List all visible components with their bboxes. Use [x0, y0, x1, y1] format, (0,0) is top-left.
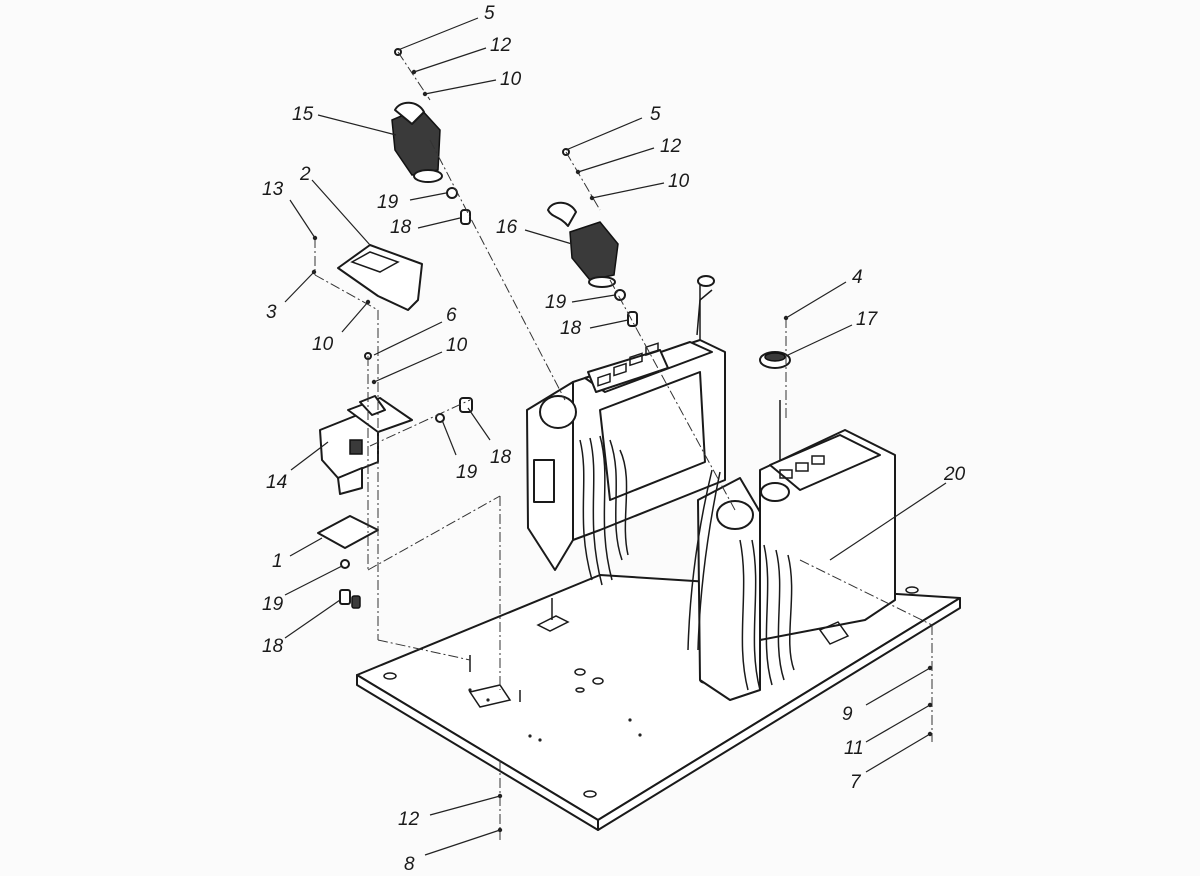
callout-5: 5 — [484, 3, 495, 24]
left-keypad — [597, 342, 659, 387]
callout-1: 1 — [272, 551, 283, 572]
joystick-16 — [547, 201, 619, 288]
bracket-tab — [536, 615, 570, 632]
small-hardware — [339, 48, 638, 609]
callout-12: 12 — [398, 809, 420, 830]
callout-16: 16 — [496, 217, 518, 238]
callout-11: 11 — [844, 738, 864, 759]
callout-4: 4 — [852, 267, 863, 288]
callout-15: 15 — [292, 104, 314, 125]
callout-10: 10 — [446, 335, 468, 356]
cover-2 — [337, 244, 423, 311]
right-hydraulic-hoses — [739, 539, 795, 691]
callout-19: 19 — [377, 192, 399, 213]
control-14 — [319, 395, 413, 495]
callout-10: 10 — [312, 334, 334, 355]
callout-2: 2 — [299, 164, 311, 185]
callout-14: 14 — [266, 472, 287, 493]
plate-slot — [468, 684, 512, 708]
right-joystick-port — [760, 482, 790, 502]
left-hydraulic-hoses — [579, 435, 629, 586]
callout-5: 5 — [650, 104, 661, 125]
callout-6: 6 — [446, 305, 457, 326]
callout-18: 18 — [560, 318, 582, 339]
callout-19: 19 — [545, 292, 567, 313]
callout-10: 10 — [668, 171, 690, 192]
lever-knob — [697, 275, 715, 287]
callout-19: 19 — [262, 594, 284, 615]
callout-12: 12 — [490, 35, 512, 56]
callout-7: 7 — [850, 772, 862, 793]
base-plate — [356, 574, 961, 831]
callout-10: 10 — [500, 69, 522, 90]
callout-19: 19 — [456, 462, 478, 483]
right-console-frame — [687, 429, 896, 701]
callout-9: 9 — [842, 704, 853, 725]
plate-1 — [317, 515, 379, 549]
callout-8: 8 — [404, 854, 415, 875]
leader-lines — [284, 17, 947, 856]
callout-18: 18 — [262, 636, 284, 657]
right-keypad — [779, 455, 825, 479]
callout-3: 3 — [266, 302, 277, 323]
callout-numbers: 5 12 10 15 13 2 19 18 3 10 5 12 10 16 19… — [262, 3, 966, 875]
knob-17 — [759, 351, 791, 460]
callout-17: 17 — [856, 309, 879, 330]
joystick-15 — [391, 101, 443, 183]
callout-13: 13 — [262, 179, 284, 200]
callout-12: 12 — [660, 136, 682, 157]
assembly-centerlines — [314, 51, 933, 840]
leader-dots — [311, 69, 933, 833]
callout-20: 20 — [943, 464, 966, 485]
left-joystick-port — [539, 395, 577, 429]
callout-18: 18 — [390, 217, 412, 238]
left-console-frame — [526, 275, 726, 586]
callout-18: 18 — [490, 447, 512, 468]
